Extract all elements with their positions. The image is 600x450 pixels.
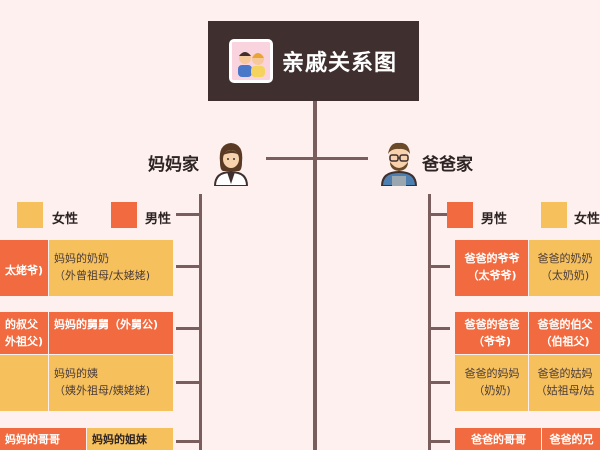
relative-box: 爸爸的伯父 （伯祖父)	[529, 312, 600, 354]
relative-box: 妈妈的哥哥	[0, 428, 86, 450]
relative-box: 爸爸的爸爸 （爷爷)	[455, 312, 528, 354]
relative-box: 妈妈的姐妹	[87, 428, 173, 450]
dad-tick-4	[430, 381, 450, 384]
relative-box: 妈妈的姨 （姨外祖母/姨姥姥)	[49, 355, 173, 411]
title-box: 亲戚关系图	[208, 21, 419, 101]
legend-female-swatch	[17, 202, 43, 228]
mom-side-label: 妈妈家	[148, 155, 199, 175]
family-photo-icon	[229, 39, 273, 83]
mom-tick-3	[176, 327, 200, 330]
dad-vertical-line	[428, 194, 431, 450]
dad-tick-2	[430, 265, 450, 268]
mom-vertical-line	[199, 194, 202, 450]
relative-box: 爸爸的兄弟	[542, 428, 600, 450]
relative-box: 的叔父 外祖父)	[0, 312, 48, 354]
trunk-line	[313, 101, 317, 450]
mom-tick-4	[176, 381, 200, 384]
relative-box: 爸爸的奶奶 （太奶奶)	[529, 240, 600, 296]
dad-tick-3	[430, 327, 450, 330]
mom-tick-5	[176, 440, 200, 443]
branch-line-dad	[316, 157, 368, 160]
legend-female-label: 女性	[52, 212, 79, 227]
legend-male-swatch	[447, 202, 473, 228]
dad-tick-5	[430, 440, 450, 443]
legend-male-label: 男性	[481, 212, 508, 227]
relative-box: 太姥爷)	[0, 240, 48, 296]
relative-box: 爸爸的姑妈 （姑祖母/姑	[529, 355, 600, 411]
relative-box: 爸爸的妈妈 （奶奶)	[455, 355, 528, 411]
dad-tick-1	[430, 213, 450, 216]
woman-avatar-icon	[211, 140, 251, 187]
relative-box: 爸爸的爷爷 （太爷爷)	[455, 240, 528, 296]
legend-male-label: 男性	[145, 212, 172, 227]
branch-line-mom	[266, 157, 316, 160]
man-avatar-icon	[378, 140, 420, 187]
mom-tick-2	[176, 265, 200, 268]
relative-box: 爸爸的哥哥	[455, 428, 541, 450]
page-title: 亲戚关系图	[282, 51, 398, 76]
legend-male-swatch	[111, 202, 137, 228]
relative-box	[0, 355, 48, 411]
relative-box: 妈妈的奶奶 （外曾祖母/太姥姥)	[49, 240, 173, 296]
relative-box: 妈妈的舅舅（外舅公)	[49, 312, 173, 354]
mom-tick-1	[176, 213, 200, 216]
dad-side-label: 爸爸家	[422, 155, 473, 175]
legend-female-label: 女性	[574, 212, 600, 227]
legend-female-swatch	[541, 202, 567, 228]
